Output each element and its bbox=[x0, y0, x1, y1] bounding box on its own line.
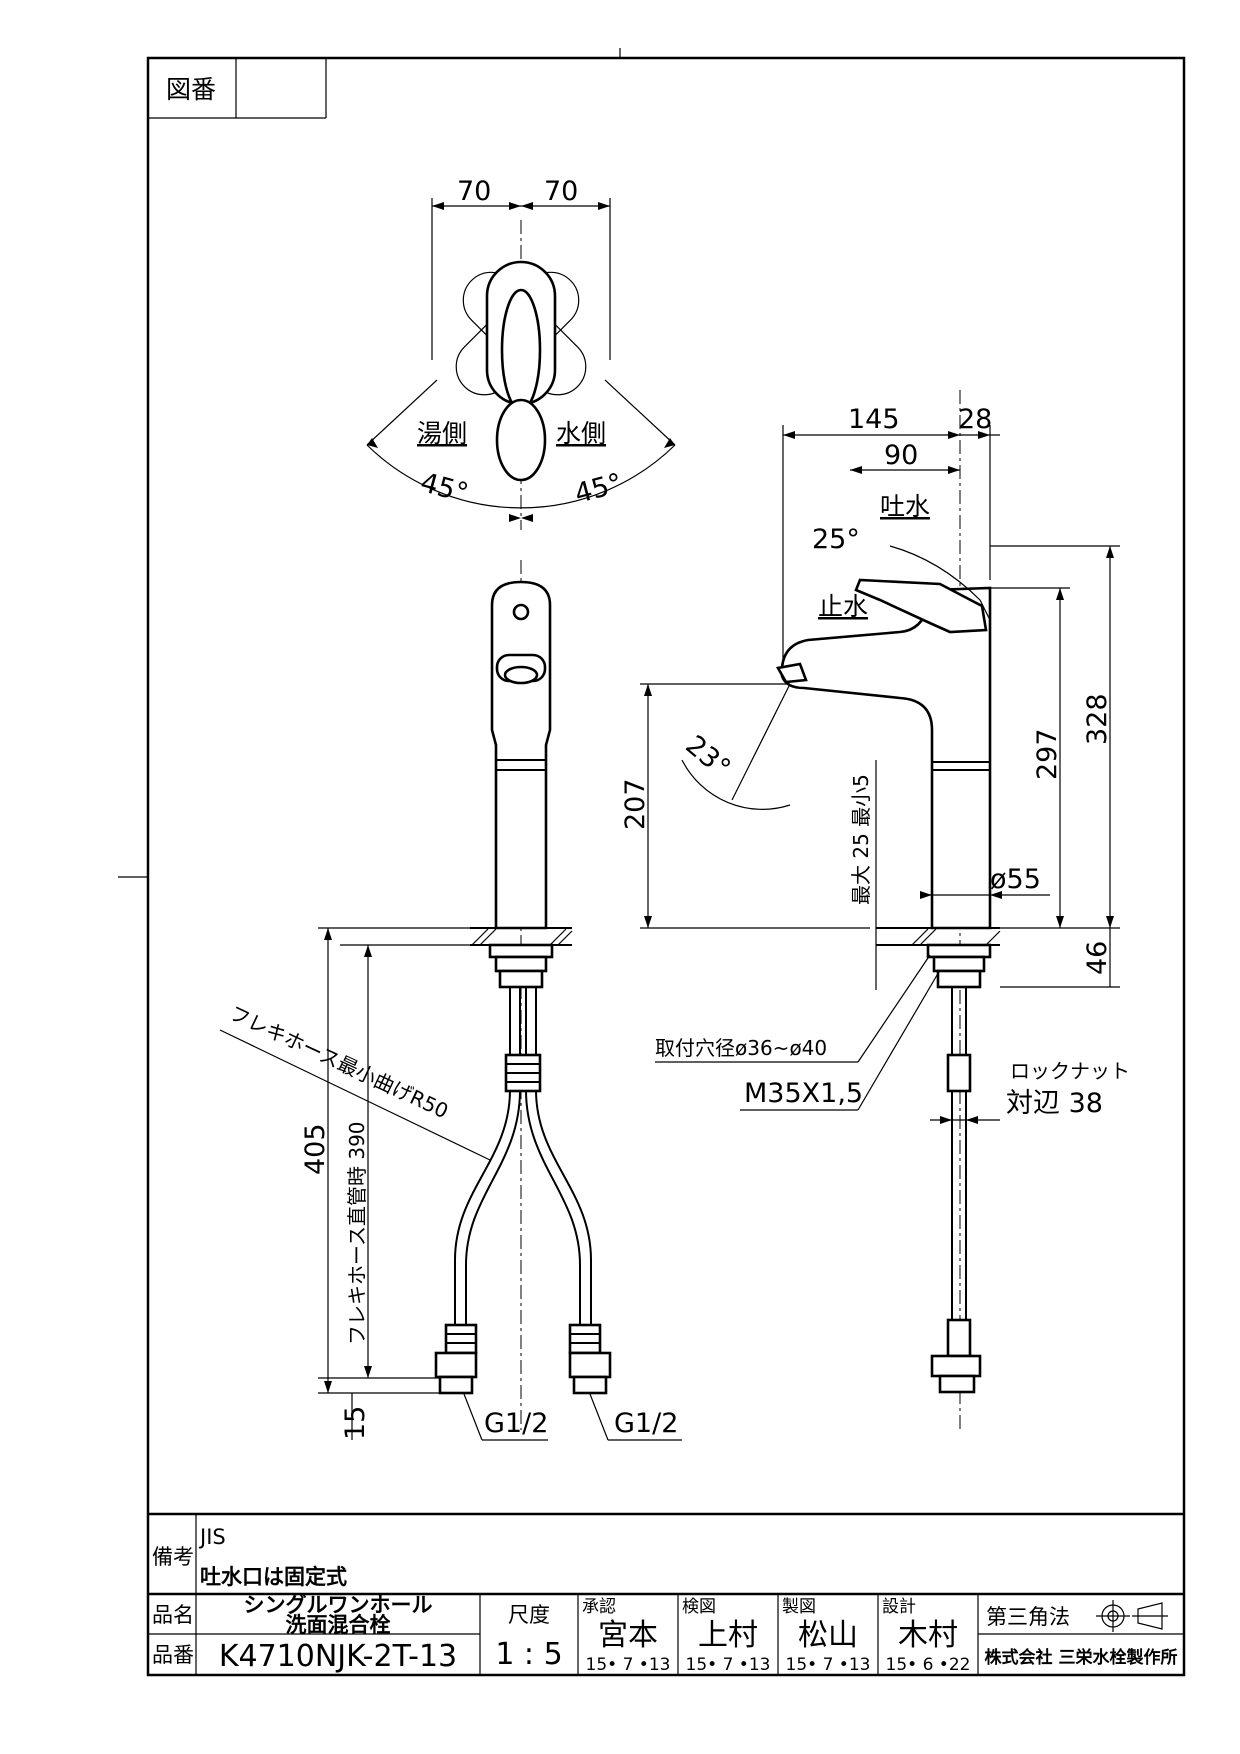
dim-46: 46 bbox=[1082, 941, 1113, 975]
title-block: 備考 JIS 吐水口は固定式 品名 シングルワンホール 洗面混合栓 品番 K47… bbox=[148, 1512, 1184, 1675]
spout-open-label: 吐水 bbox=[880, 492, 930, 521]
angle-left: 45° bbox=[417, 467, 471, 509]
connector-left bbox=[434, 1323, 478, 1395]
dia-55: ø55 bbox=[990, 864, 1041, 895]
scale-value: 1 : 5 bbox=[495, 1637, 562, 1672]
remarks-line2: 吐水口は固定式 bbox=[200, 1565, 347, 1589]
dim-328: 328 bbox=[1082, 693, 1113, 745]
scale-label: 尺度 bbox=[508, 1603, 550, 1627]
faucet-front-body bbox=[490, 580, 552, 930]
top-view: 70 70 湯側 水側 45° 45° bbox=[366, 176, 676, 530]
company-name: 株式会社 三栄水栓製作所 bbox=[985, 1647, 1178, 1668]
angle-25: 25° bbox=[812, 524, 860, 555]
cold-side-label: 水側 bbox=[556, 419, 606, 448]
drawn-name: 松山 bbox=[798, 1618, 858, 1653]
check-label: 検図 bbox=[682, 1597, 716, 1617]
dim-145: 145 bbox=[848, 404, 900, 435]
design-date: 15• 6 •22 bbox=[886, 1655, 971, 1675]
dim-15: 15 bbox=[340, 1406, 371, 1440]
drawing-frame: 図番 bbox=[118, 48, 1186, 1677]
faucet-side-lever bbox=[854, 578, 988, 634]
approve-name: 宮本 bbox=[598, 1618, 658, 1653]
name-line2: 洗面混合栓 bbox=[286, 1613, 391, 1637]
lock-nut-size: 対辺 38 bbox=[1006, 1088, 1103, 1119]
top-dim-left: 70 bbox=[457, 176, 491, 207]
counter-thickness: 最大 25 最小5 bbox=[849, 774, 873, 905]
dim-207: 207 bbox=[620, 778, 651, 830]
name-label: 品名 bbox=[152, 1603, 194, 1627]
dim-297: 297 bbox=[1032, 728, 1063, 780]
hose-length-label: フレキホース直管時 390 bbox=[345, 1121, 369, 1345]
part-label: 品番 bbox=[152, 1643, 194, 1667]
remarks-label: 備考 bbox=[152, 1545, 194, 1569]
faucet-top-lever bbox=[500, 288, 542, 412]
faucet-side-body bbox=[780, 586, 992, 930]
check-name: 上村 bbox=[698, 1618, 758, 1653]
design-label: 設計 bbox=[882, 1597, 916, 1617]
approve-label: 承認 bbox=[582, 1597, 616, 1617]
projection-label: 第三角法 bbox=[986, 1605, 1070, 1629]
dim-405: 405 bbox=[300, 1123, 331, 1175]
name-line1: シングルワンホール bbox=[244, 1593, 433, 1617]
connector-left-label: G1/2 bbox=[484, 1408, 548, 1439]
thread-label: M35X1,5 bbox=[744, 1078, 863, 1109]
drawn-label: 製図 bbox=[782, 1597, 816, 1617]
design-name: 木村 bbox=[898, 1618, 958, 1653]
hose-bend-label: フレキホース最小曲げR50 bbox=[226, 1001, 452, 1123]
hot-side-label: 湯側 bbox=[417, 419, 467, 448]
remarks-line1: JIS bbox=[198, 1525, 226, 1549]
top-dim-right: 70 bbox=[544, 176, 578, 207]
connector-right-label: G1/2 bbox=[614, 1408, 678, 1439]
dim-28: 28 bbox=[958, 404, 992, 435]
mount-hole-label: 取付穴径ø36~ø40 bbox=[655, 1036, 827, 1060]
connector-right bbox=[568, 1323, 612, 1395]
lock-nut-label: ロックナット bbox=[1010, 1059, 1130, 1083]
angle-23: 23° bbox=[680, 730, 737, 785]
drawn-date: 15• 7 •13 bbox=[786, 1655, 871, 1675]
front-view: 405 フレキホース直管時 390 15 フレキホース最小曲げR50 G1/2 … bbox=[219, 560, 682, 1441]
part-number: K4710NJK-2T-13 bbox=[219, 1639, 457, 1674]
spout-close-label: 止水 bbox=[818, 592, 868, 621]
check-date: 15• 7 •13 bbox=[686, 1655, 771, 1675]
angle-right: 45° bbox=[571, 468, 625, 510]
approve-date: 15• 7 •13 bbox=[586, 1655, 671, 1675]
dim-90: 90 bbox=[884, 440, 918, 471]
third-angle-projection-icon bbox=[1096, 1600, 1168, 1632]
drawing-number-label: 図番 bbox=[166, 75, 216, 104]
side-view: 145 28 90 吐水 25° 止水 23° 207 最大 25 最小5 ø5… bbox=[620, 390, 1130, 1430]
